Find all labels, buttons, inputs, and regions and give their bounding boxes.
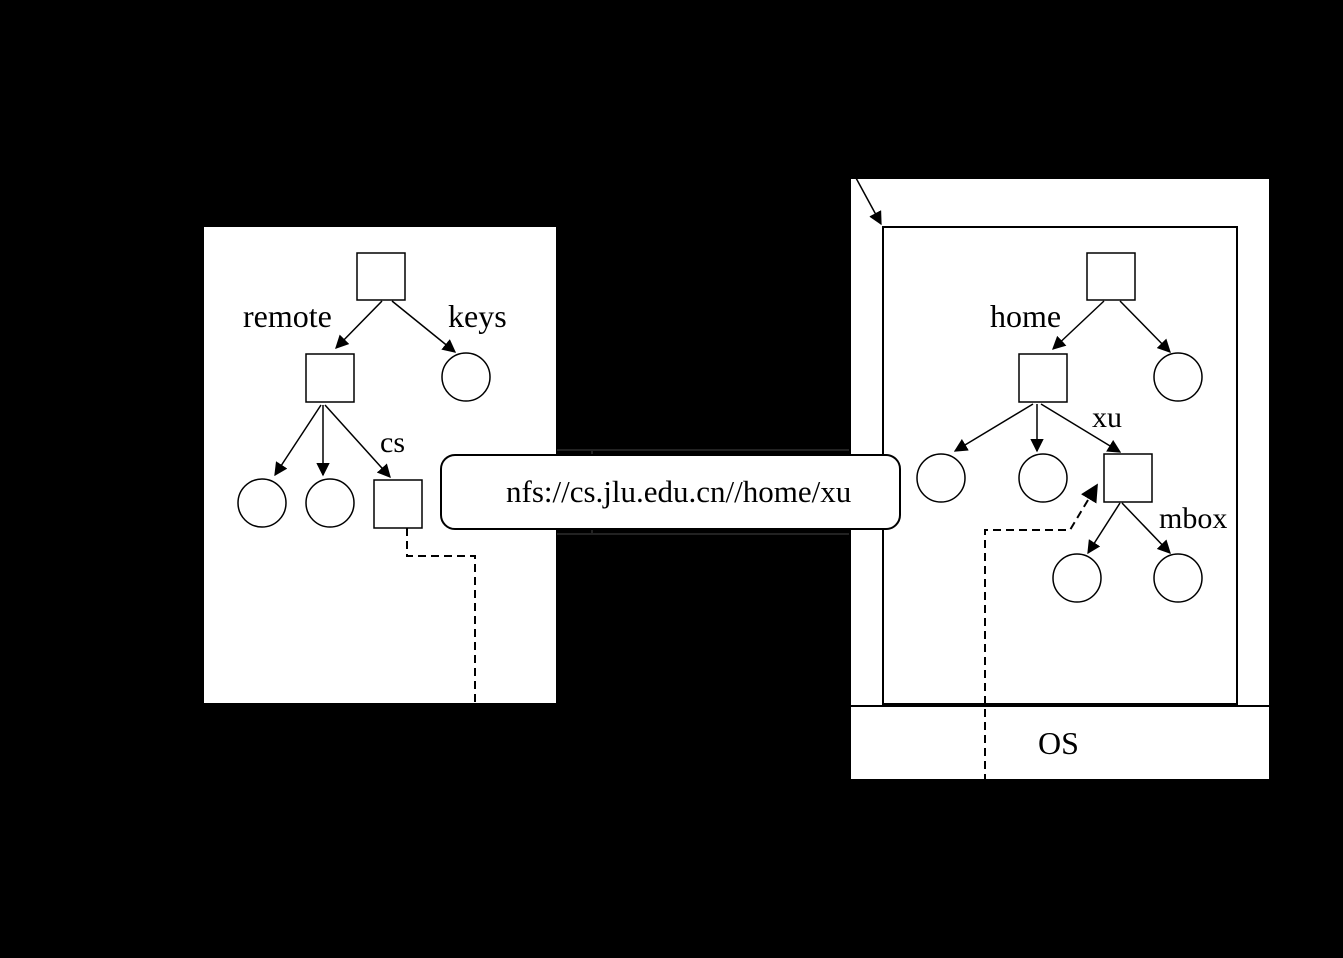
- edge-remote-leaf1: [274, 404, 322, 477]
- server-mbox-file: [1153, 553, 1203, 603]
- label-keys: keys: [448, 298, 507, 334]
- client-cs-dir: [373, 479, 423, 529]
- server-xu-file-1: [1052, 553, 1102, 603]
- client-keys-file: [441, 352, 491, 402]
- client-remote-file-1: [237, 478, 287, 528]
- url-box: [440, 454, 901, 530]
- edge-server-root-file: [1119, 300, 1171, 353]
- server-home-dir: [1018, 353, 1068, 403]
- edge-xu-mbox: [1121, 502, 1171, 554]
- server-root-dir: [1086, 252, 1136, 301]
- edge-root-remote: [335, 300, 383, 349]
- label-xu: xu: [1092, 401, 1122, 434]
- server-panel: home xu mbox OS: [849, 177, 1271, 782]
- edge-home-xu: [1040, 403, 1122, 453]
- edge-server-root-home: [1052, 300, 1105, 350]
- client-remote-dir: [305, 353, 355, 403]
- edge-remote-cs: [324, 404, 391, 479]
- label-remote: remote: [243, 298, 332, 334]
- client-remote-file-2: [305, 478, 355, 528]
- url-text: nfs://cs.jlu.edu.cn//home/xu: [506, 474, 851, 509]
- edge-root-keys: [391, 300, 457, 353]
- edge-home-leaf1: [953, 403, 1034, 452]
- client-root-dir: [356, 252, 406, 301]
- server-home-file-1: [916, 453, 966, 503]
- label-cs: cs: [380, 426, 405, 459]
- server-home-file-2: [1018, 453, 1068, 503]
- nfs-url-callout: nfs://cs.jlu.edu.cn//home/xu: [440, 454, 901, 530]
- server-root-file: [1153, 352, 1203, 402]
- edge-xu-leaf1: [1087, 502, 1121, 555]
- label-mbox: mbox: [1159, 502, 1227, 535]
- server-pointer-arrow: [855, 177, 882, 226]
- label-home: home: [990, 298, 1061, 334]
- label-os: OS: [1038, 725, 1079, 761]
- client-mount-dashed-path: [406, 528, 476, 704]
- server-xu-dir: [1103, 453, 1153, 503]
